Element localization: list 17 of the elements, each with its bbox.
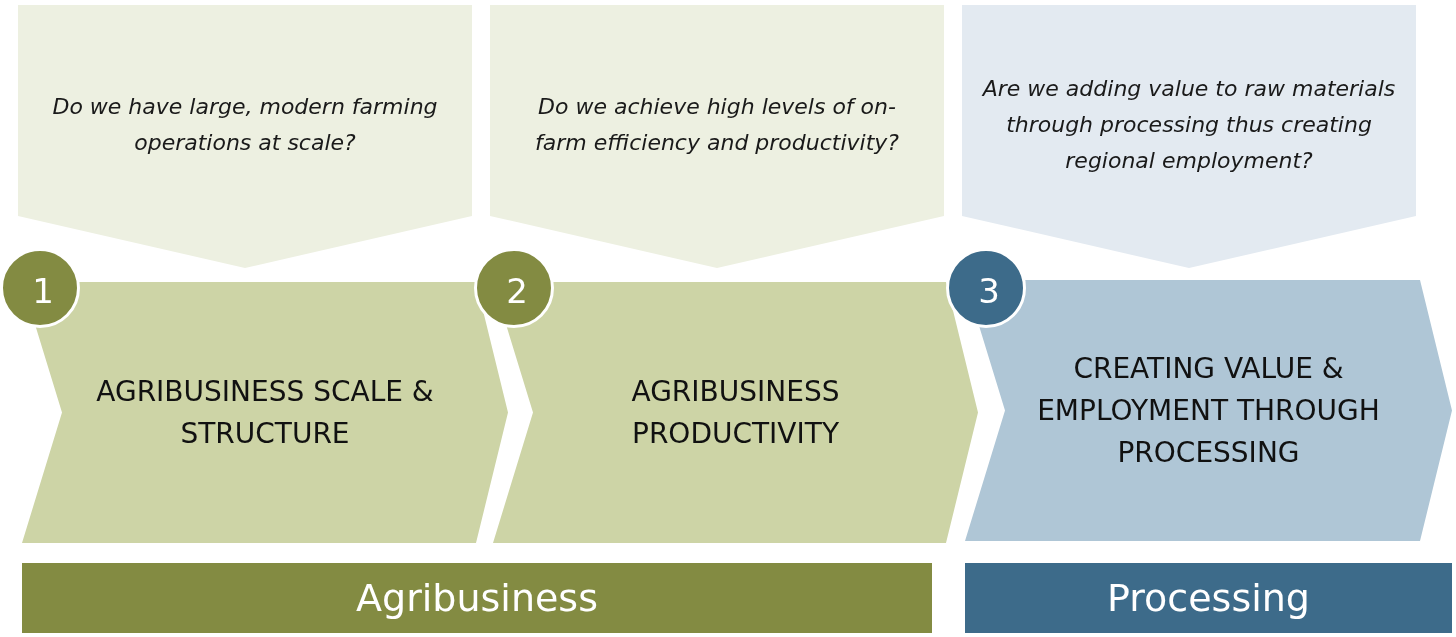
callout-box <box>18 5 472 268</box>
category-label: Processing <box>1107 579 1310 617</box>
step-title: AGRIBUSINESS SCALE & STRUCTURE <box>95 373 435 452</box>
category-label: Agribusiness <box>356 579 598 617</box>
category-band <box>965 563 1452 633</box>
step-number: 3 <box>978 274 1000 308</box>
question-text: Are we adding value to raw materials through processing thus creating regional employment? <box>981 74 1397 176</box>
step-number: 1 <box>32 274 54 308</box>
step-number: 2 <box>506 274 528 308</box>
callout-box <box>962 5 1416 268</box>
step-title: AGRIBUSINESS PRODUCTIVITY <box>630 373 841 452</box>
step-title: CREATING VALUE & EMPLOYMENT THROUGH PROCESSING <box>1036 350 1381 471</box>
callout-box <box>490 5 944 268</box>
question-text: Do we have large, modern farming operations at scale? <box>51 92 439 157</box>
question-text: Do we achieve high levels of on-farm efficiency and productivity? <box>533 92 901 157</box>
chevron-shape <box>965 280 1452 541</box>
category-band <box>22 563 932 633</box>
